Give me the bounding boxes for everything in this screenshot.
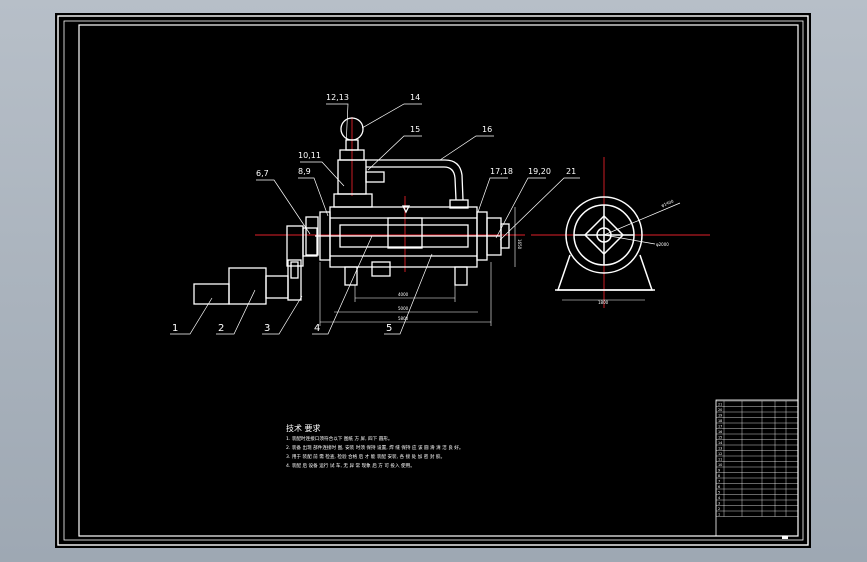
bom-row-number: 16 bbox=[718, 430, 722, 434]
side-port bbox=[365, 171, 385, 183]
center-marker bbox=[401, 205, 411, 214]
bom-row-number: 18 bbox=[718, 419, 722, 423]
bom-row-number: 5 bbox=[718, 490, 720, 494]
dim-outer: 5800 bbox=[398, 316, 409, 321]
dim-dia-2: φ2000 bbox=[656, 242, 669, 247]
leader-1 bbox=[170, 297, 213, 335]
leader-12-13 bbox=[326, 103, 349, 147]
callout-4: 4 bbox=[314, 323, 320, 334]
return-pipe-flange bbox=[449, 199, 469, 209]
leader-6-7 bbox=[256, 179, 311, 235]
return-pipe-outer bbox=[366, 159, 464, 201]
leader-lines bbox=[170, 103, 580, 335]
shaft-end-left bbox=[302, 227, 318, 257]
leader-16 bbox=[439, 135, 494, 161]
note-line-3: 3. 用于 装配 前 需 检查, 检验 合格 后 才 能 装配 安装, 各 接 … bbox=[286, 453, 445, 460]
bom-row-number: 2 bbox=[718, 507, 720, 511]
inlet-valve bbox=[340, 117, 364, 141]
main-view bbox=[193, 117, 510, 305]
callout-16: 16 bbox=[482, 125, 492, 134]
center-hub bbox=[387, 217, 423, 249]
leader-21 bbox=[499, 177, 580, 241]
callout-numbers: 1 2 3 4 5 6,7 8,9 10,11 12,13 14 15 16 1… bbox=[172, 93, 576, 334]
support-leg-right bbox=[454, 266, 468, 286]
bom-row-number: 7 bbox=[718, 479, 720, 483]
callout-10-11: 10,11 bbox=[298, 151, 321, 160]
drawing-sheet bbox=[55, 13, 811, 548]
bom-row-number: 12 bbox=[718, 452, 722, 456]
shaft-end-right bbox=[500, 223, 510, 249]
inlet-base bbox=[333, 193, 373, 208]
dimension-texts: 4000 5000 5800 1650 1800 φ1400 φ2000 bbox=[398, 198, 675, 321]
bom-row-number: 20 bbox=[718, 408, 722, 412]
dim-dia-1: φ1400 bbox=[661, 198, 675, 208]
bom-row-number: 15 bbox=[718, 435, 722, 439]
callout-17-18: 17,18 bbox=[490, 167, 513, 176]
dim-mid: 5000 bbox=[398, 306, 409, 311]
bom-row-number: 9 bbox=[718, 468, 720, 472]
spoke-diamond bbox=[583, 214, 625, 256]
dimension-lines bbox=[319, 207, 645, 326]
dia-leader-1 bbox=[603, 202, 681, 236]
callout-6-7: 6,7 bbox=[256, 169, 269, 178]
dia-leader-2 bbox=[603, 234, 656, 245]
callout-14: 14 bbox=[410, 93, 420, 102]
callout-15: 15 bbox=[410, 125, 420, 134]
leader-8-9 bbox=[298, 177, 329, 217]
callout-1: 1 bbox=[172, 323, 178, 334]
leader-14 bbox=[361, 103, 422, 129]
gear-detail bbox=[290, 261, 299, 279]
note-line-1: 1. 装配时连接口须符合以下 图纸 方 屏, 四下 圆形。 bbox=[286, 435, 392, 442]
bom-row-number: 13 bbox=[718, 446, 722, 450]
bom-row-number: 14 bbox=[718, 441, 722, 445]
leader-15 bbox=[367, 135, 422, 171]
technical-notes: 技术 要求 1. 装配时连接口须符合以下 图纸 方 屏, 四下 圆形。 2. 装… bbox=[286, 423, 463, 469]
sheet-marker bbox=[782, 536, 788, 539]
leader-2 bbox=[216, 289, 256, 335]
callout-12-13: 12,13 bbox=[326, 93, 349, 102]
note-line-2: 2. 装备 出现 部件连接时 图, 安装 时须 保持 设置, 焊 缝 保持 应 … bbox=[286, 444, 463, 451]
callout-3: 3 bbox=[264, 323, 270, 334]
leader-3 bbox=[262, 295, 303, 335]
bom-row-number: 17 bbox=[718, 424, 722, 428]
side-outer-circle bbox=[565, 196, 643, 274]
callout-2: 2 bbox=[218, 323, 224, 334]
bom-row-number: 11 bbox=[718, 457, 722, 461]
callout-21: 21 bbox=[566, 167, 576, 176]
bom-row-number: 4 bbox=[718, 496, 720, 500]
bom-row-number: 6 bbox=[718, 485, 720, 489]
inner-frame bbox=[78, 24, 799, 537]
leader-19-20 bbox=[495, 177, 546, 239]
outer-border bbox=[57, 15, 809, 546]
callout-19-20: 19,20 bbox=[528, 167, 551, 176]
leader-4 bbox=[312, 235, 373, 335]
drive-housing bbox=[287, 259, 302, 301]
side-view bbox=[555, 196, 681, 291]
callout-8-9: 8,9 bbox=[298, 167, 311, 176]
dim-base: 1800 bbox=[598, 300, 609, 305]
notes-title: 技术 要求 bbox=[286, 423, 321, 433]
leader-5 bbox=[384, 253, 433, 335]
leader-17-18 bbox=[477, 177, 508, 213]
note-line-4: 4. 装配 后 设备 运行 试 车, 无 异 常 现象 后 方 可 投入 使用。 bbox=[286, 462, 415, 469]
bom-row-number: 10 bbox=[718, 463, 722, 467]
bom-row-number: 3 bbox=[718, 501, 720, 505]
bom-row-number: 21 bbox=[718, 402, 722, 406]
dim-height: 1650 bbox=[517, 239, 522, 250]
support-leg-left bbox=[344, 266, 358, 286]
callout-5: 5 bbox=[386, 323, 392, 334]
discharge-port bbox=[371, 261, 391, 277]
bom-row-number: 19 bbox=[718, 413, 722, 417]
dim-inner: 4000 bbox=[398, 292, 409, 297]
trim-border bbox=[63, 20, 804, 541]
bom-row-number: 1 bbox=[718, 512, 720, 516]
return-pipe-inner bbox=[366, 166, 457, 201]
leader-10-11 bbox=[300, 161, 345, 187]
bom-row-number: 8 bbox=[718, 474, 720, 478]
bom-grid bbox=[715, 400, 799, 517]
